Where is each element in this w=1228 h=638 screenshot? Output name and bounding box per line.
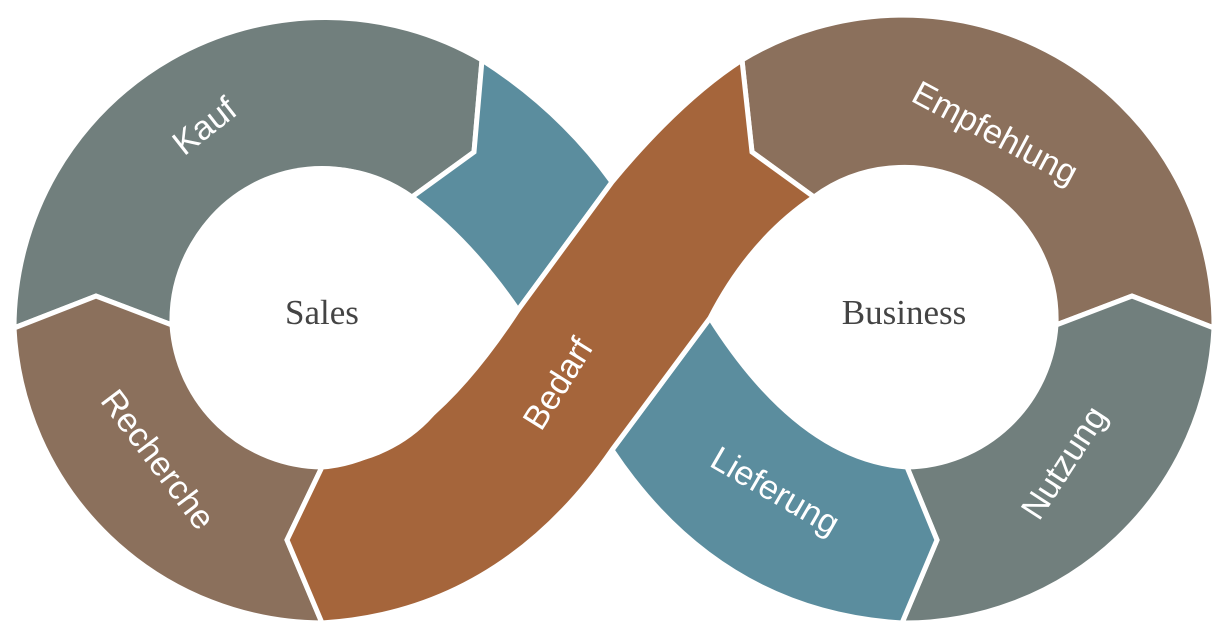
inner-circle-left: [172, 166, 472, 466]
segment-bedarf: [284, 55, 819, 626]
center-label-business: Business: [842, 293, 966, 332]
inner-circle-right: [756, 166, 1056, 466]
segment-lieferung: [608, 313, 940, 626]
center-label-sales: Sales: [285, 293, 359, 332]
